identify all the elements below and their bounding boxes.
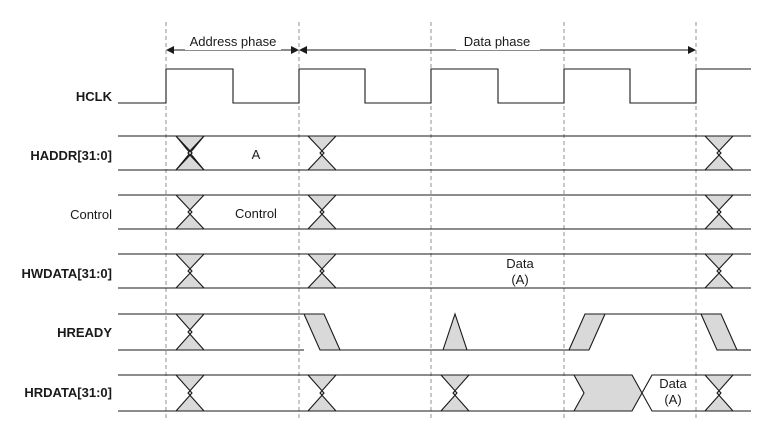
signal-label-control: Control [70,207,112,222]
signal-label-haddr: HADDR[31:0] [30,148,112,163]
control-value: Control [235,206,277,221]
haddr-value: A [252,147,261,162]
hrdata-value-line2: (A) [664,392,681,407]
hrdata-value-line1: Data [659,376,687,391]
address-phase-label: Address phase [190,34,277,49]
data-phase-label: Data phase [464,34,531,49]
signal-label-hrdata: HRDATA[31:0] [24,385,112,400]
hwdata-waveform [118,253,751,289]
signal-label-hclk: HCLK [76,89,113,104]
hrdata-waveform [118,374,751,412]
hclk-waveform [118,68,751,104]
signal-label-hready: HREADY [57,325,112,340]
hwdata-value-line1: Data [506,256,534,271]
control-waveform [118,194,751,230]
haddr-waveform [118,135,751,171]
hwdata-value-line2: (A) [511,272,528,287]
signal-label-hwdata: HWDATA[31:0] [21,266,112,281]
hready-waveform [118,312,751,351]
